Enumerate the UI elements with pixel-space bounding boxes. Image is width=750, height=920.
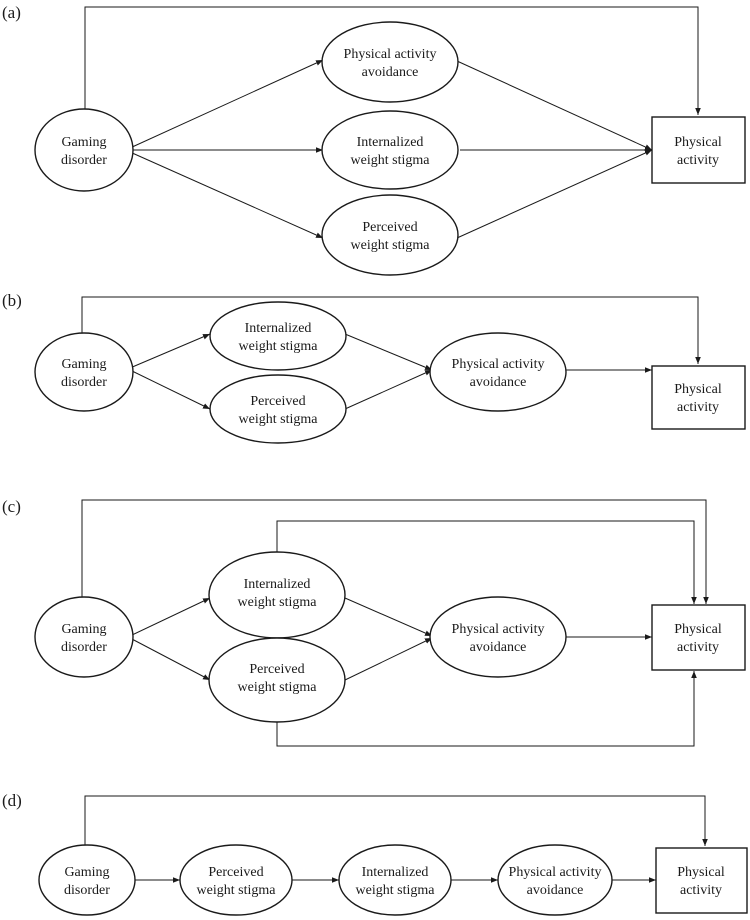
node-label-line1: Physical activity [509, 865, 602, 880]
node-label-line2: disorder [61, 153, 107, 168]
node-label-line1: Gaming [61, 357, 106, 372]
node-physical-activity: Physical activity [651, 116, 746, 184]
edge-gaming-to-internalized [129, 333, 211, 369]
node-label-line1: Physical activity [452, 357, 545, 372]
panel-label-b: (b) [2, 291, 22, 310]
node-label-line1: Internalized [245, 321, 312, 336]
node-label-line1: Physical activity [344, 47, 437, 62]
node-label-line1: Perceived [250, 394, 305, 409]
node-label-line2: weight stigma [356, 883, 436, 898]
node-label-line1: Physical [674, 382, 722, 397]
edge-gaming-to-internalized [129, 597, 211, 637]
node-internalized-weight-stigma: Internalized weight stigma [208, 551, 346, 639]
edge-internalized-to-activity [276, 520, 697, 604]
panel-label-d: (d) [2, 791, 22, 810]
edge-gaming-to-activity [84, 795, 708, 846]
node-label-line1: Internalized [362, 865, 429, 880]
node-label-line2: activity [680, 883, 722, 898]
edge-gaming-to-activity [81, 499, 709, 604]
node-physical-activity-avoidance: Physical activity avoidance [497, 844, 613, 916]
edge-perceived-to-avoidance [344, 369, 433, 410]
node-perceived-weight-stigma: Perceived weight stigma [209, 374, 347, 444]
node-label-line1: Gaming [61, 135, 106, 150]
node-gaming-disorder: Gaming disorder [34, 596, 134, 678]
node-physical-activity-avoidance: Physical activity avoidance [429, 332, 567, 412]
node-label-line2: activity [677, 153, 719, 168]
edge-gaming-to-perceived [129, 369, 211, 410]
node-label-line1: Physical [677, 865, 725, 880]
node-physical-activity-avoidance: Physical activity avoidance [429, 596, 567, 678]
node-label-line2: avoidance [470, 375, 527, 390]
panel-a: (a) Gaming disorder Physical activity av… [2, 3, 746, 276]
edge-gaming-to-activity [84, 6, 701, 115]
node-gaming-disorder: Gaming disorder [34, 332, 134, 412]
node-label-line1: Internalized [244, 577, 311, 592]
edge-perceived-to-activity [456, 149, 653, 239]
edge-avoidance-to-activity [456, 60, 653, 151]
node-label-line2: disorder [61, 375, 107, 390]
node-perceived-weight-stigma: Perceived weight stigma [208, 637, 346, 723]
node-label-line2: activity [677, 640, 719, 655]
panel-label-a: (a) [2, 3, 21, 22]
node-label-line1: Gaming [64, 865, 109, 880]
node-physical-activity: Physical activity [651, 365, 746, 430]
node-label-line2: weight stigma [197, 883, 277, 898]
node-label-line2: activity [677, 400, 719, 415]
node-label-line1: Perceived [362, 220, 417, 235]
node-gaming-disorder: Gaming disorder [34, 108, 134, 192]
node-label-line1: Perceived [208, 865, 263, 880]
node-physical-activity: Physical activity [651, 604, 746, 671]
node-label-line1: Gaming [61, 622, 106, 637]
node-label-line2: weight stigma [238, 680, 318, 695]
node-label-line2: weight stigma [239, 412, 319, 427]
node-label-line2: avoidance [362, 65, 419, 80]
node-internalized-weight-stigma: Internalized weight stigma [338, 844, 452, 916]
node-label-line1: Physical [674, 622, 722, 637]
node-perceived-weight-stigma: Perceived weight stigma [321, 194, 459, 276]
edge-gaming-to-activity [81, 296, 701, 364]
panel-d: (d) Gaming disorder Perceived weight sti… [2, 791, 748, 916]
node-label-line2: avoidance [527, 883, 584, 898]
edge-perceived-to-avoidance [344, 637, 433, 681]
edge-gaming-to-perceived [129, 637, 211, 681]
panel-b: (b) Gaming disorder Internalized weight … [2, 291, 746, 444]
node-perceived-weight-stigma: Perceived weight stigma [179, 844, 293, 916]
node-label-line1: Perceived [249, 662, 304, 677]
edge-gaming-to-avoidance [129, 59, 324, 149]
node-label-line1: Physical activity [452, 622, 545, 637]
node-label-line1: Physical [674, 135, 722, 150]
node-label-line2: weight stigma [351, 238, 431, 253]
edge-gaming-to-perceived [129, 151, 324, 239]
panel-label-c: (c) [2, 497, 21, 516]
node-label-line2: disorder [61, 640, 107, 655]
node-label-line2: weight stigma [239, 339, 319, 354]
node-label-line2: weight stigma [351, 153, 431, 168]
node-gaming-disorder: Gaming disorder [38, 844, 136, 916]
node-physical-activity: Physical activity [655, 847, 748, 914]
edge-internalized-to-avoidance [344, 333, 433, 371]
node-internalized-weight-stigma: Internalized weight stigma [209, 301, 347, 371]
panel-c: (c) Gaming disorder Internalized weight … [2, 497, 746, 747]
node-label-line2: weight stigma [238, 595, 318, 610]
node-label-line2: disorder [64, 883, 110, 898]
node-label-line2: avoidance [470, 640, 527, 655]
node-label-line1: Internalized [357, 135, 424, 150]
edge-perceived-to-activity [276, 671, 697, 747]
node-physical-activity-avoidance: Physical activity avoidance [321, 21, 459, 103]
edge-internalized-to-avoidance [344, 597, 433, 637]
node-internalized-weight-stigma: Internalized weight stigma [321, 110, 459, 190]
